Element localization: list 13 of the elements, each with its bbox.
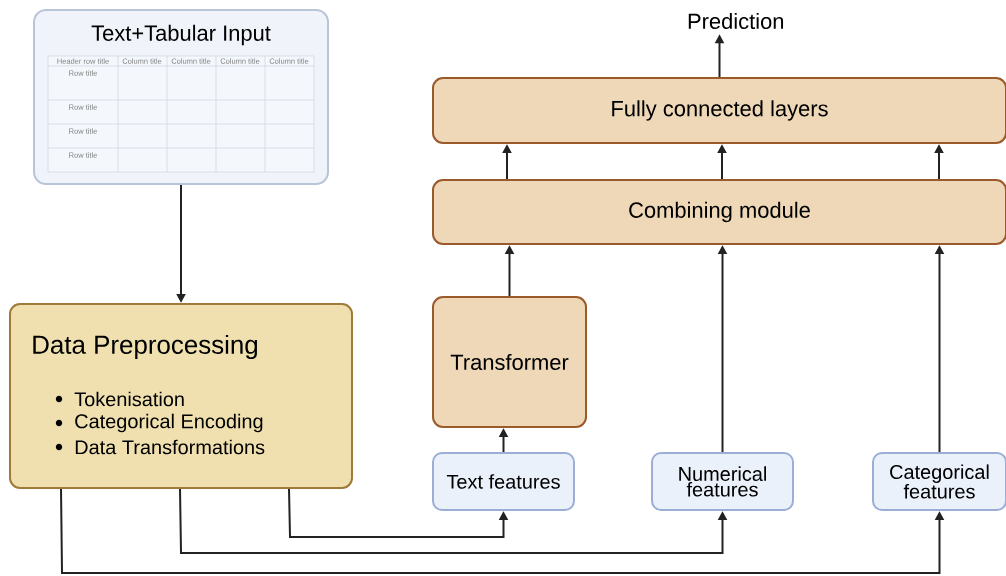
bullet-item: Tokenisation [74,391,184,407]
process-box: Fully connected layers [432,77,1006,144]
process-box: Transformer [432,296,587,428]
feature-box: Categorical features [872,452,1006,511]
bullet-item: Categorical Encoding [75,413,263,433]
output-text: Prediction [688,12,784,30]
feature-box: Text features [432,452,575,511]
process-box: Combining module [432,179,1006,245]
box-heading: Data Preprocessing [33,334,257,360]
input-box [33,9,329,185]
input-title: Text+Tabular Input [91,24,271,46]
bullet-item: Data Transformations [75,439,265,455]
feature-box: Numerical features [651,452,794,511]
